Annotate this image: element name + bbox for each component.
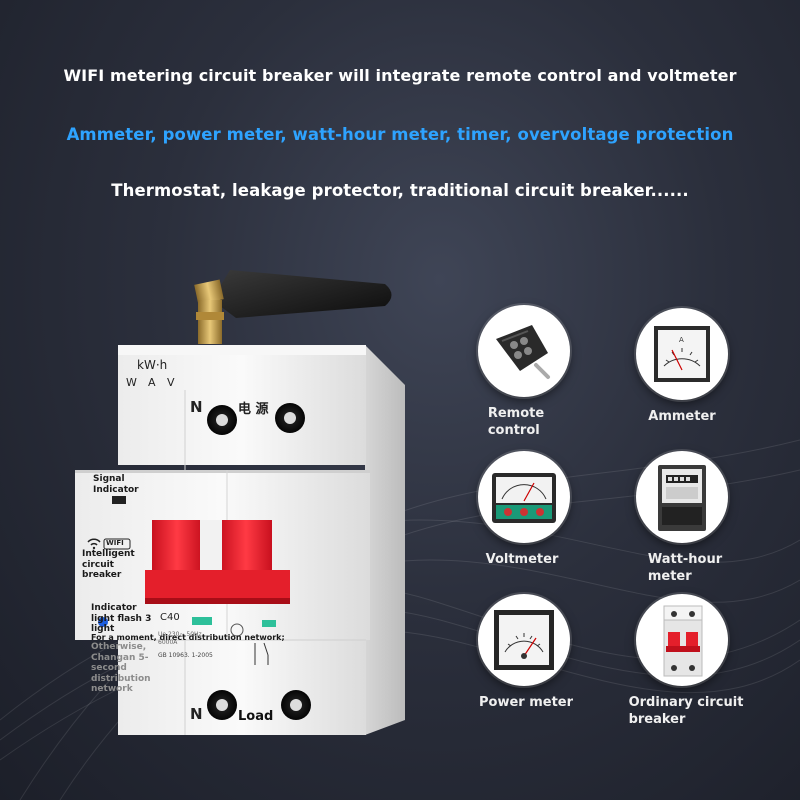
feature-watt-hour-meter: Watt-hour meter bbox=[612, 451, 752, 585]
feature-label-remote-control: Remote control bbox=[487, 406, 545, 438]
feature-label-watt-hour-meter: Watt-hour meter bbox=[647, 552, 723, 584]
feature-ordinary-circuit-breaker: Ordinary circuit breaker bbox=[612, 594, 752, 728]
feature-remote-control: Remote control bbox=[454, 305, 594, 439]
antenna bbox=[194, 270, 392, 344]
feature-label-voltmeter: Voltmeter bbox=[485, 552, 559, 567]
kwh-display: kW·h bbox=[137, 358, 168, 372]
intelligent-breaker-label: Intelligent circuit breaker bbox=[82, 549, 135, 580]
svg-text:A: A bbox=[679, 336, 684, 344]
indicator-flash-label: Indicator light flash 3 light bbox=[91, 603, 152, 634]
power-terminal-n: N bbox=[190, 398, 203, 416]
rating-label: C40 bbox=[160, 612, 180, 623]
unit-v-label: V bbox=[167, 376, 175, 389]
feature-label-power-meter: Power meter bbox=[478, 695, 574, 710]
standard-label: GB 10963. 1-2005 bbox=[158, 652, 213, 659]
load-terminal-n: N bbox=[190, 705, 203, 723]
otherwise-note: Otherwise, Changan 5- second distributio… bbox=[91, 642, 151, 694]
remote-control-icon bbox=[478, 305, 570, 397]
feature-ammeter: A Ammeter bbox=[612, 308, 752, 425]
load-label: Load bbox=[238, 709, 274, 724]
feature-label-ordinary-circuit-breaker: Ordinary circuit breaker bbox=[628, 695, 744, 727]
distribution-note: For a moment, direct distribution networ… bbox=[91, 633, 285, 642]
feature-label-ammeter: Ammeter bbox=[648, 409, 716, 424]
signal-indicator-label: Signal Indicator bbox=[93, 474, 139, 495]
voltmeter-icon bbox=[478, 451, 570, 543]
wifi-badge: WIFI bbox=[106, 539, 124, 547]
circuit-breaker-icon bbox=[636, 594, 728, 686]
power-meter-icon bbox=[478, 594, 570, 686]
headline-integration: WIFI metering circuit breaker will integ… bbox=[63, 66, 737, 85]
unit-a-label: A bbox=[148, 376, 156, 389]
headline-functions: Ammeter, power meter, watt-hour meter, t… bbox=[66, 125, 734, 144]
watt-hour-meter-icon bbox=[636, 451, 728, 543]
headline-replacements: Thermostat, leakage protector, tradition… bbox=[111, 181, 689, 200]
ammeter-icon: A bbox=[636, 308, 728, 400]
unit-w-label: W bbox=[126, 376, 137, 389]
feature-voltmeter: Voltmeter bbox=[454, 451, 594, 568]
spec-voltage: Ue 230~ 50Hz bbox=[158, 631, 202, 638]
spec-capacity: 6000A bbox=[158, 639, 178, 646]
power-label: 电 源 bbox=[238, 402, 269, 417]
feature-power-meter: Power meter bbox=[454, 594, 594, 711]
